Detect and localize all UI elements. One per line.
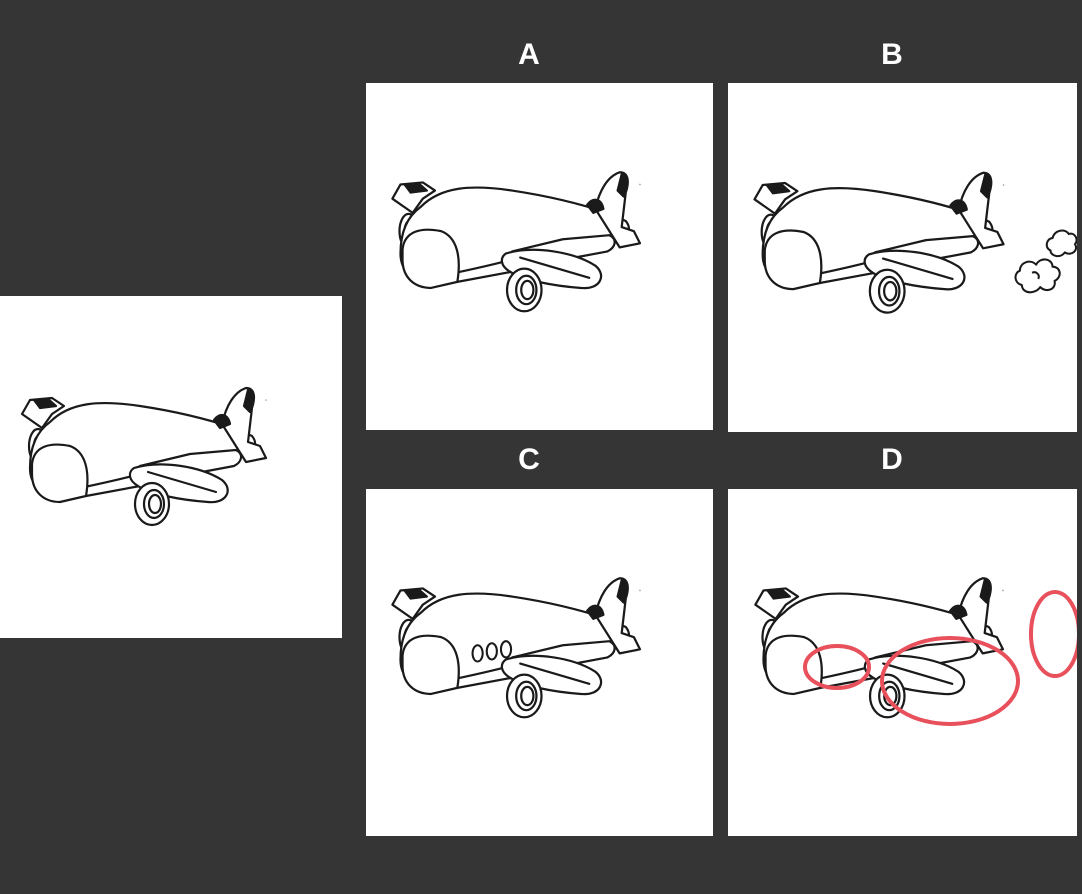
option-c-label: C [518, 443, 540, 476]
option-a-panel[interactable] [366, 83, 713, 430]
airplane-with-circled-differences-icon [754, 577, 1005, 719]
option-b-panel[interactable] [728, 83, 1077, 432]
airplane-with-windows-icon [391, 577, 642, 719]
airplane-icon [20, 386, 268, 527]
airplane-with-smoke-icon [753, 171, 1077, 314]
option-d-panel[interactable] [728, 489, 1077, 836]
airplane-icon [391, 171, 642, 313]
window-row-icon [471, 640, 513, 663]
option-c-panel[interactable] [366, 489, 713, 836]
option-d-label: D [881, 443, 903, 476]
option-b-label: B [881, 38, 903, 71]
option-a-label: A [518, 38, 540, 71]
smoke-puff-icon [1014, 229, 1077, 294]
reference-image-panel [0, 296, 342, 638]
